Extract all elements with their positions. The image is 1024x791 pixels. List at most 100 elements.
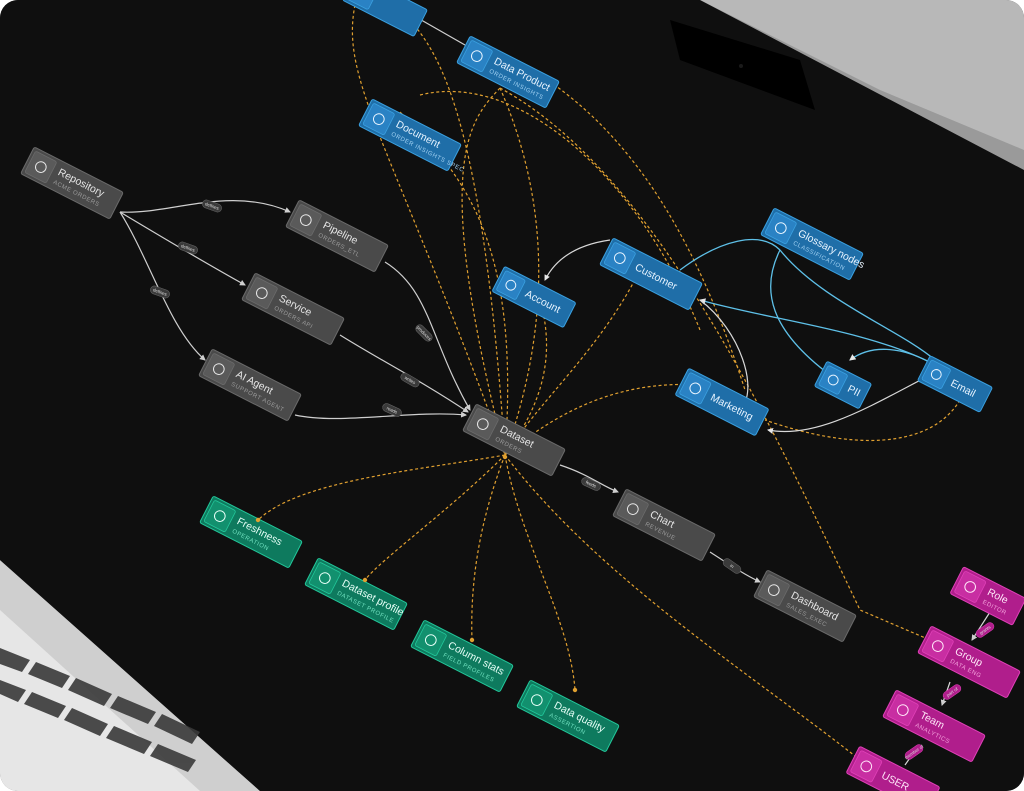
node-icon-glyph: [774, 222, 787, 234]
group-icon: [921, 630, 954, 662]
edge-tag-pill: [942, 684, 962, 700]
node-icon-glyph: [212, 363, 225, 375]
node-account[interactable]: Account: [492, 266, 576, 328]
dataset-icon: [466, 408, 499, 440]
edge-tag-pipeline-dataset: produces: [415, 324, 433, 342]
node-icon-glyph: [213, 510, 226, 522]
user-icon: [850, 750, 883, 783]
edge-tag-label: defines: [204, 201, 220, 211]
edge-tag-team-group: part of: [942, 684, 962, 700]
data-product-icon: [460, 40, 493, 72]
edge-tag-label: defines: [180, 243, 196, 253]
node-pii[interactable]: PII: [814, 361, 872, 409]
edge-tag-label: in: [729, 563, 735, 569]
node-icon-glyph: [424, 634, 437, 646]
node-icon-glyph: [34, 161, 47, 173]
dataset-profile-icon: [308, 562, 341, 594]
ai-agent-icon: [202, 353, 235, 385]
node-icon-glyph: [860, 760, 873, 773]
edge-anchor-dot: [502, 454, 508, 460]
node-icon-glyph: [299, 214, 312, 226]
node-icon-glyph: [930, 369, 942, 380]
edge-tag-pill: [581, 477, 601, 491]
node-icon-glyph: [931, 640, 944, 652]
column-stats-icon: [414, 624, 447, 656]
dashboard-icon: [757, 574, 790, 606]
node-icon-glyph: [476, 418, 489, 430]
node-icon-glyph: [964, 581, 977, 593]
edge-tag-service-dataset: writes: [400, 372, 420, 388]
node-icon: [346, 0, 379, 10]
node-icon-glyph: [505, 279, 517, 291]
edge-tag-dataset-chart: feeds: [581, 477, 601, 491]
freshness-icon: [203, 500, 236, 532]
edge-anchor-dot: [362, 577, 368, 583]
node-icon-glyph: [626, 503, 639, 515]
edge-tag-pill: [202, 199, 222, 213]
node-marketing[interactable]: Marketing: [675, 368, 769, 436]
service-icon: [245, 277, 278, 309]
edge-tag-pill: [904, 744, 924, 760]
edge-tag-pill: [178, 241, 198, 255]
edge-anchor-dot: [469, 637, 475, 643]
node-box: [342, 0, 428, 37]
edge-tag-repo-service: defines: [178, 241, 198, 255]
node-email[interactable]: Email: [917, 355, 993, 413]
node-top-clipped[interactable]: [342, 0, 428, 37]
node-icon-glyph: [255, 287, 268, 299]
edge-tag-pill: [722, 558, 742, 574]
repository-icon: [24, 151, 57, 183]
pii-icon: [818, 365, 848, 395]
node-icon-glyph: [767, 584, 780, 596]
edge-tag-label: defines: [152, 287, 168, 297]
edge-tag-user-team: member of: [904, 743, 925, 760]
node-icon-glyph: [318, 572, 331, 584]
edge-tag-repo-pipeline: defines: [202, 199, 222, 213]
edge-tag-chart-dashboard: in: [722, 558, 742, 574]
node-icon-glyph: [827, 374, 839, 386]
glossary-icon: [764, 212, 797, 244]
edge-tag-label: writes: [404, 375, 417, 386]
glossary-edges: [679, 238, 936, 376]
edge-tag-label: reads: [386, 405, 399, 415]
edge-tag-group-role: grants: [975, 622, 995, 638]
node-user[interactable]: USER: [846, 746, 940, 791]
edge-tag-repo-agent: defines: [150, 285, 170, 299]
edge-tag-agent-dataset: reads: [382, 403, 402, 417]
edge-tag-pill: [382, 403, 402, 417]
document-icon: [362, 103, 395, 135]
customer-icon: [603, 242, 636, 274]
pipeline-icon: [289, 204, 322, 236]
node-icon-glyph: [372, 113, 385, 125]
chart-icon: [616, 493, 649, 525]
data-quality-icon: [520, 684, 553, 716]
edge-anchor-dot: [255, 517, 261, 523]
node-icon-glyph: [613, 252, 626, 264]
edge-anchor-dot: [572, 687, 578, 693]
node-icon-glyph: [470, 50, 483, 62]
edge-tag-pill: [975, 622, 995, 638]
node-customer[interactable]: Customer: [599, 238, 703, 310]
marketing-icon: [679, 372, 712, 405]
node-label: PII: [845, 383, 862, 400]
